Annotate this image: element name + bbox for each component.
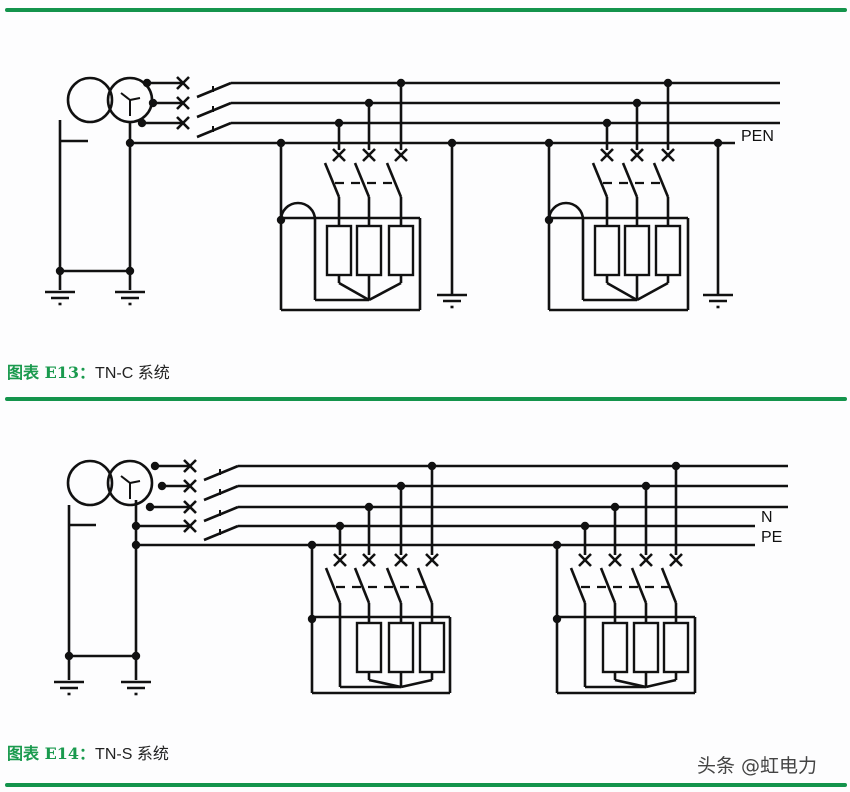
load-element: [601, 621, 629, 674]
load-element: [593, 224, 621, 277]
fuse-x-mark: [332, 148, 346, 162]
load-element: [632, 621, 660, 674]
breaker-blade: [599, 567, 617, 604]
load-element: [654, 224, 682, 277]
fuse-x-mark: [394, 553, 408, 567]
load-star: [606, 281, 638, 302]
fuse-x-mark: [661, 148, 675, 162]
fuse-x-mark: [425, 553, 439, 567]
fuse-x-mark: [669, 553, 683, 567]
load-element: [325, 224, 353, 277]
load-element: [623, 224, 651, 277]
bonding-arc: [547, 201, 585, 221]
load-star: [614, 678, 647, 689]
breaker-blade: [652, 162, 670, 198]
breaker-blade: [630, 567, 648, 604]
fuse-x-mark: [183, 500, 197, 514]
transformer-primary-winding: [66, 459, 114, 507]
breaker-blade: [324, 567, 342, 604]
bonding-arc: [279, 201, 317, 221]
transformer-secondary-winding: [106, 459, 154, 507]
junction-dot: [150, 461, 160, 471]
load-star: [338, 281, 370, 302]
breaker-blade: [591, 162, 609, 198]
load-element: [387, 224, 415, 277]
fuse-x-mark: [176, 96, 190, 110]
load-star: [400, 678, 433, 689]
watermark: 头条 @虹电力: [697, 755, 818, 777]
fuse-x-mark: [333, 553, 347, 567]
figure1-title: TN-C 系统: [95, 365, 170, 382]
junction-dot: [307, 614, 317, 624]
junction-dot: [64, 651, 74, 661]
junction-dot: [145, 502, 155, 512]
breaker-blade: [353, 162, 371, 198]
fuse-x-mark: [600, 148, 614, 162]
star-symbol: [120, 475, 131, 484]
load-star: [636, 281, 669, 302]
fuse-x-mark: [176, 116, 190, 130]
breaker-blade: [385, 162, 403, 198]
junction-dot: [137, 118, 147, 128]
junction-dot: [55, 266, 65, 276]
fuse-x-mark: [362, 148, 376, 162]
star-symbol: [129, 97, 141, 101]
breaker-blade: [416, 567, 434, 604]
fuse-x-mark: [176, 76, 190, 90]
fuse-x-mark: [639, 553, 653, 567]
junction-dot: [713, 138, 723, 148]
load-element: [662, 621, 690, 674]
junction-dot: [157, 481, 167, 491]
star-symbol: [120, 92, 131, 101]
junction-dot: [142, 78, 152, 88]
fuse-x-mark: [183, 459, 197, 473]
star-symbol: [129, 480, 141, 484]
fuse-x-mark: [630, 148, 644, 162]
junction-dot: [552, 614, 562, 624]
load-element: [418, 621, 446, 674]
figure1-caption: 图表 E13：TN-C 系统: [7, 359, 170, 383]
junction-dot: [125, 266, 135, 276]
junction-dot: [148, 98, 158, 108]
load-element: [355, 621, 383, 674]
fuse-x-mark: [394, 148, 408, 162]
figure2-caption: 图表 E14：TN-S 系统: [7, 740, 169, 764]
pen-label: PEN: [741, 128, 774, 145]
junction-dot: [447, 138, 457, 148]
pe-label: PE: [761, 529, 783, 546]
load-element: [355, 224, 383, 277]
load-star: [645, 678, 677, 689]
transformer-primary-winding: [66, 76, 114, 124]
breaker-blade: [353, 567, 371, 604]
fuse-x-mark: [183, 519, 197, 533]
load-element: [387, 621, 415, 674]
fuse-x-mark: [608, 553, 622, 567]
breaker-blade: [660, 567, 678, 604]
load-star: [368, 678, 402, 689]
load-star: [368, 281, 402, 302]
figure2-number: 图表 E14：: [7, 744, 96, 763]
fuse-x-mark: [578, 553, 592, 567]
breaker-blade: [621, 162, 639, 198]
n-label: N: [761, 509, 773, 526]
figure2-title: TN-S 系统: [95, 746, 169, 763]
breaker-blade: [569, 567, 587, 604]
breaker-blade: [323, 162, 341, 198]
fuse-x-mark: [362, 553, 376, 567]
junction-dot: [131, 651, 141, 661]
fuse-x-mark: [183, 479, 197, 493]
figure1-number: 图表 E13：: [7, 363, 96, 382]
breaker-blade: [385, 567, 403, 604]
